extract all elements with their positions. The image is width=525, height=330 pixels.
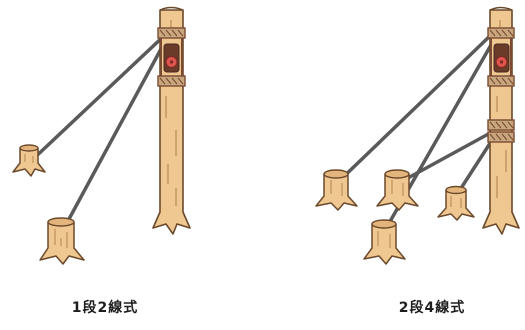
stump [376,169,419,211]
spar-tree [482,6,520,235]
left-diagram [12,6,191,265]
right-diagram [315,6,520,265]
caption-two-stage-four-wire: 2段4線式 [398,300,466,316]
guy-wire [28,32,168,164]
tree-band [487,131,515,143]
tree-band [487,75,515,87]
stump [363,219,406,265]
tree-band [157,27,186,39]
caption-one-stage-two-wire: 1段2線式 [71,300,139,316]
guy-wire [334,32,494,186]
guy-wire [395,130,494,186]
pulley-block [163,43,180,73]
guy-wire [60,34,170,234]
stump [39,217,85,265]
tree-band [487,27,515,39]
stump [437,185,475,221]
stump [12,144,46,177]
tree-band [157,75,186,87]
pulley-block [493,43,510,73]
spar-tree [152,6,191,235]
tree-band [487,119,515,131]
stump [315,169,358,211]
